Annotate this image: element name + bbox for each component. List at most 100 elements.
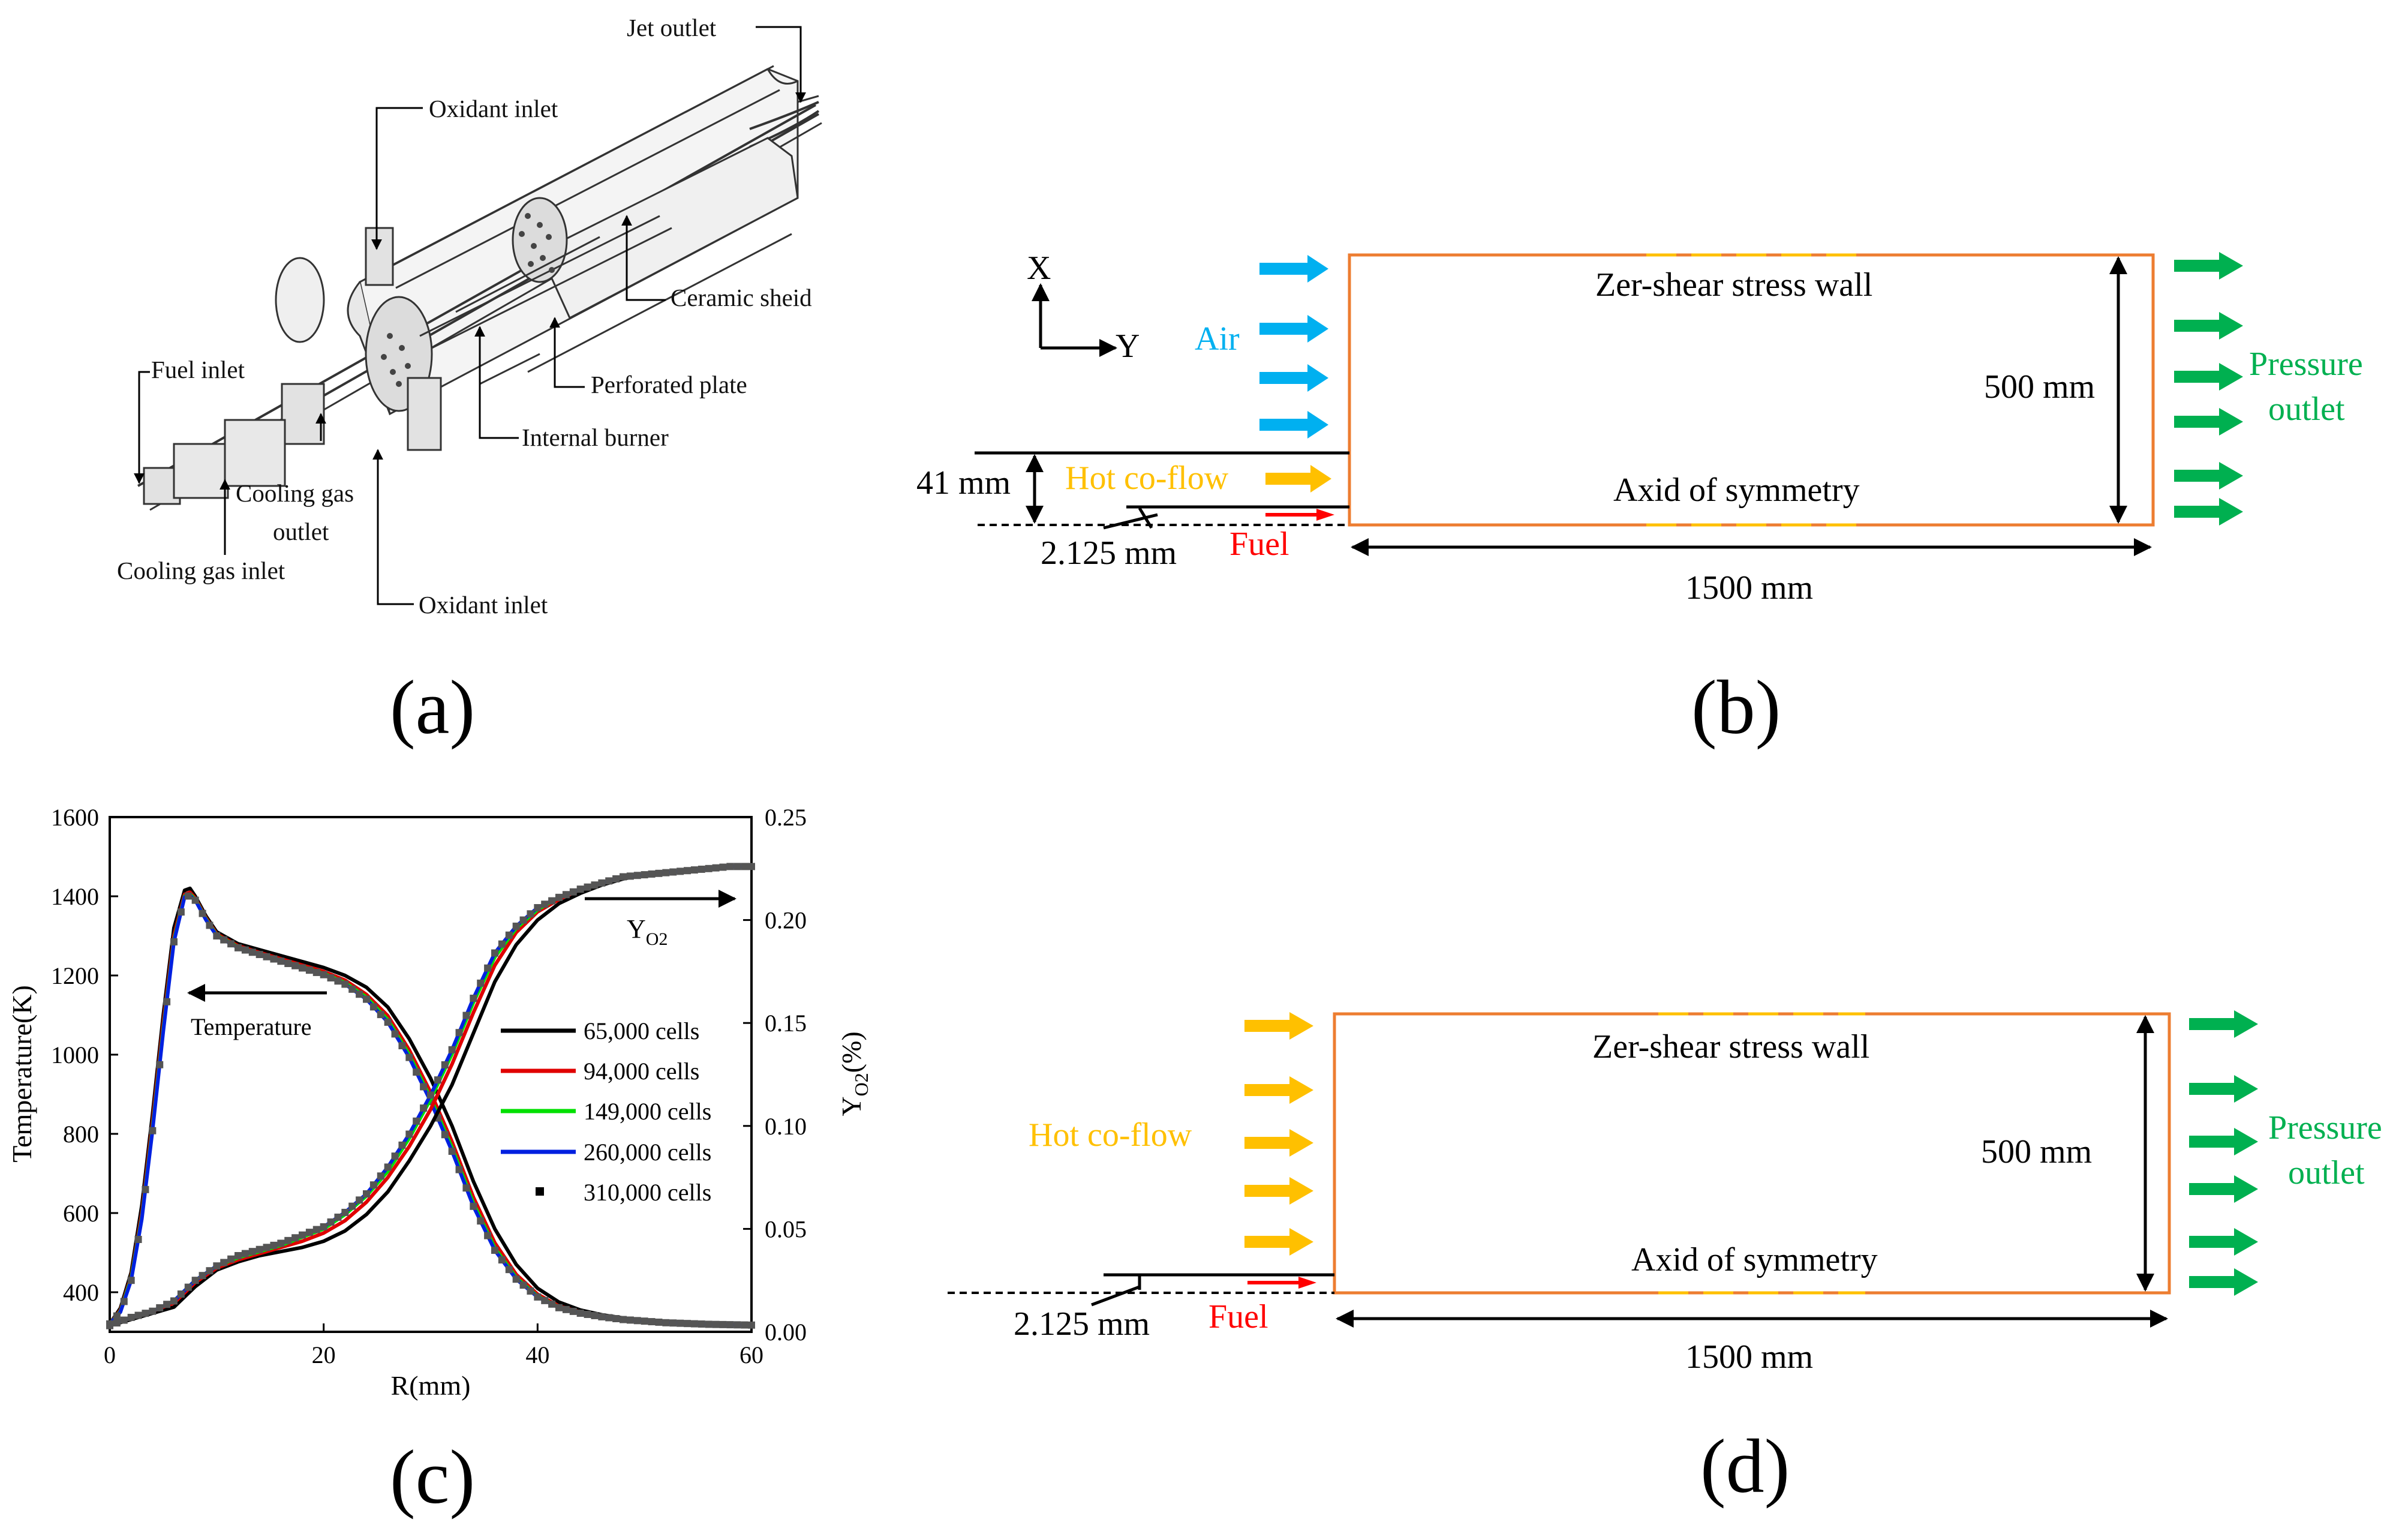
caption-b: (b) bbox=[1691, 665, 1781, 750]
label-air: Air bbox=[1195, 320, 1240, 358]
temperature-marker bbox=[648, 1318, 656, 1326]
yo2-marker bbox=[384, 1163, 392, 1171]
temperature-marker bbox=[584, 1310, 591, 1318]
temperature-marker bbox=[391, 1030, 399, 1038]
yo2-marker bbox=[170, 1297, 178, 1305]
yo2-marker bbox=[612, 875, 620, 882]
yo2-marker bbox=[655, 869, 663, 877]
yo2-marker bbox=[312, 1226, 320, 1233]
y2-tick-label: 0.10 bbox=[765, 1113, 807, 1140]
yo2-marker bbox=[719, 863, 727, 871]
yo2-marker bbox=[434, 1076, 441, 1084]
temperature-marker bbox=[405, 1053, 413, 1061]
temperature-marker bbox=[541, 1296, 549, 1304]
temperature-marker bbox=[191, 896, 199, 904]
label-coflow-width: 41 mm bbox=[916, 464, 1011, 502]
y2-axis-title: YO2(%) bbox=[836, 1031, 872, 1116]
temperature-marker bbox=[356, 990, 363, 998]
yo2-marker bbox=[149, 1307, 157, 1315]
temperature-marker bbox=[413, 1068, 420, 1076]
legend-label-149000: 149,000 cells bbox=[584, 1098, 711, 1125]
temperature-marker bbox=[534, 1293, 542, 1301]
yo2-marker bbox=[255, 1245, 263, 1253]
temperature-marker bbox=[327, 974, 335, 981]
yo2-marker bbox=[441, 1061, 449, 1068]
yo2-marker bbox=[177, 1290, 185, 1298]
temperature-marker bbox=[548, 1300, 556, 1308]
yo2-marker bbox=[519, 916, 527, 924]
yo2-marker bbox=[377, 1172, 384, 1180]
temperature-marker bbox=[120, 1298, 128, 1305]
temperature-marker bbox=[299, 964, 306, 972]
yo2-marker bbox=[291, 1234, 299, 1242]
plot-frame bbox=[109, 816, 753, 1333]
yo2-marker bbox=[498, 940, 506, 948]
x-tick-label: 0 bbox=[104, 1341, 116, 1368]
label-hot-coflow-b: Hot co-flow bbox=[1065, 460, 1229, 497]
panel-a-leaders bbox=[134, 26, 806, 605]
yo2-marker bbox=[369, 1181, 377, 1189]
yo2-marker bbox=[206, 1267, 214, 1275]
temperature-marker bbox=[441, 1131, 449, 1139]
label-outlet-b-line2: outlet bbox=[2268, 391, 2345, 428]
yo2-marker bbox=[113, 1319, 121, 1327]
temperature-marker bbox=[684, 1320, 691, 1328]
panel-a-burner-cutaway: Jet outlet Oxidant inlet Ceramic sheid F… bbox=[117, 14, 822, 750]
temperature-marker bbox=[748, 1321, 755, 1329]
yo2-marker bbox=[127, 1313, 135, 1321]
label-fuel-inlet: Fuel inlet bbox=[151, 356, 245, 383]
temperature-marker bbox=[562, 1305, 570, 1313]
temperature-marker bbox=[184, 892, 192, 900]
yo2-marker bbox=[690, 866, 698, 874]
y2-tick-label: 0.00 bbox=[765, 1319, 807, 1346]
yo2-marker bbox=[391, 1152, 399, 1160]
yo2-marker bbox=[684, 867, 691, 875]
temperature-marker bbox=[698, 1320, 705, 1328]
coflow-arrows-d bbox=[1244, 1012, 1313, 1256]
temperature-marker bbox=[363, 995, 370, 1003]
temperature-marker bbox=[113, 1312, 121, 1320]
temperature-marker bbox=[248, 948, 256, 956]
x-tick-label: 60 bbox=[739, 1341, 763, 1368]
label-height-b: 500 mm bbox=[1984, 368, 2095, 406]
yo2-marker bbox=[712, 864, 720, 872]
temperature-marker bbox=[690, 1320, 698, 1328]
temperature-marker bbox=[733, 1321, 741, 1329]
y-tick-label: 600 bbox=[63, 1200, 99, 1227]
yo2-marker bbox=[248, 1248, 256, 1256]
temperature-marker bbox=[277, 957, 285, 965]
x-axis-title: R(mm) bbox=[391, 1370, 471, 1401]
temperature-marker bbox=[213, 932, 221, 939]
label-outlet-d-line1: Pressure bbox=[2268, 1109, 2382, 1146]
yo2-marker bbox=[134, 1311, 142, 1319]
yo2-marker bbox=[284, 1236, 292, 1244]
chart-legend: 65,000 cells 94,000 cells 149,000 cells … bbox=[501, 1017, 711, 1206]
yo2-marker bbox=[270, 1241, 278, 1249]
temperature-annotation: Temperature bbox=[191, 1013, 312, 1040]
caption-d: (d) bbox=[1700, 1424, 1790, 1509]
yo2-marker bbox=[641, 871, 648, 879]
label-wall-b: Zer-shear stress wall bbox=[1595, 266, 1872, 304]
yo2-marker bbox=[241, 1250, 249, 1257]
yo2-marker bbox=[555, 893, 563, 901]
temperature-marker bbox=[263, 953, 270, 960]
label-symmetry-b: Axid of symmetry bbox=[1613, 472, 1860, 509]
temperature-marker bbox=[163, 998, 171, 1005]
yo2-marker bbox=[527, 910, 534, 918]
yo2-marker bbox=[277, 1239, 285, 1247]
panel-d-domain-coflow: Hot co-flow Fuel 2.125 mm Zer-shear stre… bbox=[948, 1010, 2382, 1509]
yo2-marker bbox=[191, 1277, 199, 1284]
label-height-d: 500 mm bbox=[1981, 1133, 2092, 1170]
y2-tick-label: 0.15 bbox=[765, 1010, 807, 1037]
temperature-marker bbox=[662, 1319, 670, 1326]
label-length-b: 1500 mm bbox=[1685, 569, 1813, 607]
fuel-arrow-b bbox=[1265, 509, 1334, 521]
yo2-marker bbox=[726, 863, 734, 870]
y-axis-title: Temperature(K) bbox=[7, 985, 37, 1163]
temperature-marker bbox=[312, 968, 320, 976]
yo2-marker bbox=[541, 900, 549, 908]
legend-label-310000: 310,000 cells bbox=[584, 1179, 711, 1206]
yo2-marker bbox=[633, 872, 641, 879]
temperature-marker bbox=[626, 1316, 634, 1324]
